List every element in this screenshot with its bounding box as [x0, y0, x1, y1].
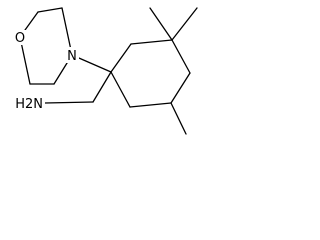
- bond-cgem-me1: [149, 7, 173, 41]
- bonds: [19, 7, 198, 135]
- bond-cc-cq: [110, 71, 131, 108]
- bond-cb-cme: [170, 72, 191, 104]
- label-bg-oxygen: [13, 30, 27, 45]
- bond-cme-me: [170, 102, 187, 135]
- label-bg-amine: [12, 95, 45, 111]
- bond-cgem-me2: [171, 7, 198, 41]
- bond-cgem-cb: [171, 39, 191, 74]
- oxygen-label: O: [15, 31, 25, 46]
- amine-label: H2N: [15, 97, 43, 112]
- bond-c1-c2: [37, 7, 63, 13]
- bond-cq-ca: [110, 43, 132, 73]
- bond-ch2-nh2: [44, 101, 94, 104]
- bond-ca-cgem: [130, 39, 173, 45]
- bond-cme-cc: [129, 102, 172, 108]
- atom-labels: O N H2N: [12, 30, 79, 112]
- molecule-diagram: O N H2N: [12, 7, 198, 135]
- nitrogen-label: N: [67, 49, 77, 64]
- label-bg-nitrogen: [65, 47, 79, 63]
- bond-cq-ch2: [92, 71, 112, 103]
